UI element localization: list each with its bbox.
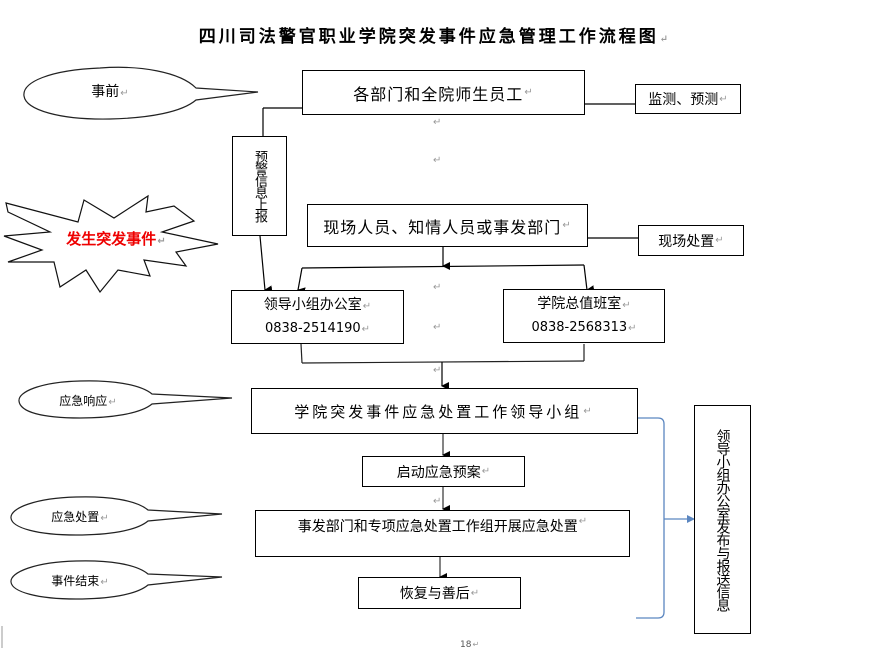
callout-response-text: 应急响应 <box>59 394 108 408</box>
paragraph-mark: ↵ <box>433 282 442 293</box>
box-onsite-people-text: 现场人员、知情人员或事发部门 <box>323 217 562 237</box>
callout-response-shape <box>18 380 233 419</box>
box-recovery: 恢复与善后↵ <box>358 577 521 609</box>
box-warning-report-text: 预警信息上报 <box>252 150 267 222</box>
box-dept-handling-text: 事发部门和专项应急处置工作组开展应急处置 <box>297 519 578 535</box>
page-number-text: 18 <box>460 640 472 650</box>
box-leading-group-text: 学院突发事件应急处置工作领导小组 <box>294 402 583 421</box>
box-start-plan-text: 启动应急预案 <box>396 464 481 481</box>
box-onsite-handling: 现场处置↵ <box>638 225 744 256</box>
paragraph-mark: ↵ <box>361 323 371 335</box>
box-publish-info: 领导小组办公室发布与报送信息 <box>694 405 751 634</box>
leader-office-name: 领导小组办公室 <box>263 296 362 313</box>
box-warning-report: 预警信息上报 <box>232 136 287 236</box>
callout-handling: 应急处置↵ <box>40 508 120 525</box>
duty-room-name: 学院总值班室 <box>537 295 622 312</box>
box-onsite-people: 现场人员、知情人员或事发部门↵ <box>307 204 588 247</box>
callout-before-shape <box>23 66 259 120</box>
box-leading-group: 学院突发事件应急处置工作领导小组↵ <box>251 388 638 434</box>
callout-end-text: 事件结束 <box>51 574 100 588</box>
paragraph-mark: ↵ <box>628 322 637 334</box>
page-title: 四川司法警官职业学院突发事件应急管理工作流程图↵ <box>0 22 870 47</box>
paragraph-mark: ↵ <box>433 496 442 507</box>
paragraph-mark: ↵ <box>719 93 728 105</box>
paragraph-mark: ↵ <box>715 235 724 246</box>
box-monitor-text: 监测、预测 <box>648 92 719 108</box>
duty-room-phone: 0838-2568313 <box>531 319 628 335</box>
callout-response: 应急响应↵ <box>48 392 128 409</box>
paragraph-mark: ↵ <box>583 405 595 417</box>
paragraph-mark: ↵ <box>524 87 534 98</box>
callout-before-text: 事前 <box>91 84 120 100</box>
paragraph-mark: ↵ <box>481 466 491 477</box>
callout-incident: 发生突发事件↵ <box>56 228 176 249</box>
paragraph-mark: ↵ <box>100 513 109 524</box>
paragraph-mark: ↵ <box>578 516 588 527</box>
paragraph-mark: ↵ <box>433 322 442 333</box>
paragraph-mark: ↵ <box>433 117 442 128</box>
box-leader-office: 领导小组办公室↵ 0838-2514190↵ <box>231 290 404 344</box>
callout-incident-text: 发生突发事件 <box>66 230 157 248</box>
bracket-line <box>636 417 665 619</box>
leader-office-phone: 0838-2514190 <box>264 320 361 336</box>
box-duty-room: 学院总值班室↵ 0838-2568313↵ <box>503 289 665 343</box>
paragraph-mark: ↵ <box>108 397 117 408</box>
paragraph-mark: ↵ <box>362 300 372 312</box>
callout-before: 事前↵ <box>80 81 140 101</box>
box-dept-handling: 事发部门和专项应急处置工作组开展应急处置↵ <box>255 510 630 557</box>
paragraph-mark: ↵ <box>472 640 480 649</box>
paragraph-mark: ↵ <box>100 577 109 588</box>
paragraph-mark: ↵ <box>622 299 631 311</box>
paragraph-mark: ↵ <box>470 587 480 599</box>
box-all-staff: 各部门和全院师生员工↵ <box>302 70 585 115</box>
callout-handling-text: 应急处置 <box>51 510 100 524</box>
box-onsite-handling-text: 现场处置 <box>658 233 715 250</box>
paragraph-mark: ↵ <box>157 236 166 247</box>
callout-handling-shape <box>10 496 223 536</box>
box-all-staff-text: 各部门和全院师生员工 <box>353 84 524 104</box>
paragraph-mark: ↵ <box>120 88 129 99</box>
paragraph-mark: ↵ <box>433 155 442 166</box>
incident-starburst-shape <box>3 194 219 294</box>
box-start-plan: 启动应急预案↵ <box>362 456 525 487</box>
box-monitor: 监测、预测↵ <box>635 84 741 114</box>
box-recovery-text: 恢复与善后 <box>399 586 470 602</box>
paragraph-mark: ↵ <box>659 34 672 45</box>
page-number: 18↵ <box>460 640 479 650</box>
box-publish-info-text: 领导小组办公室发布与报送信息 <box>714 428 731 611</box>
paragraph-mark: ↵ <box>562 220 572 231</box>
callout-end: 事件结束↵ <box>40 572 120 589</box>
paragraph-mark: ↵ <box>433 365 442 376</box>
callout-end-shape <box>10 560 223 600</box>
title-text: 四川司法警官职业学院突发事件应急管理工作流程图 <box>198 27 659 47</box>
